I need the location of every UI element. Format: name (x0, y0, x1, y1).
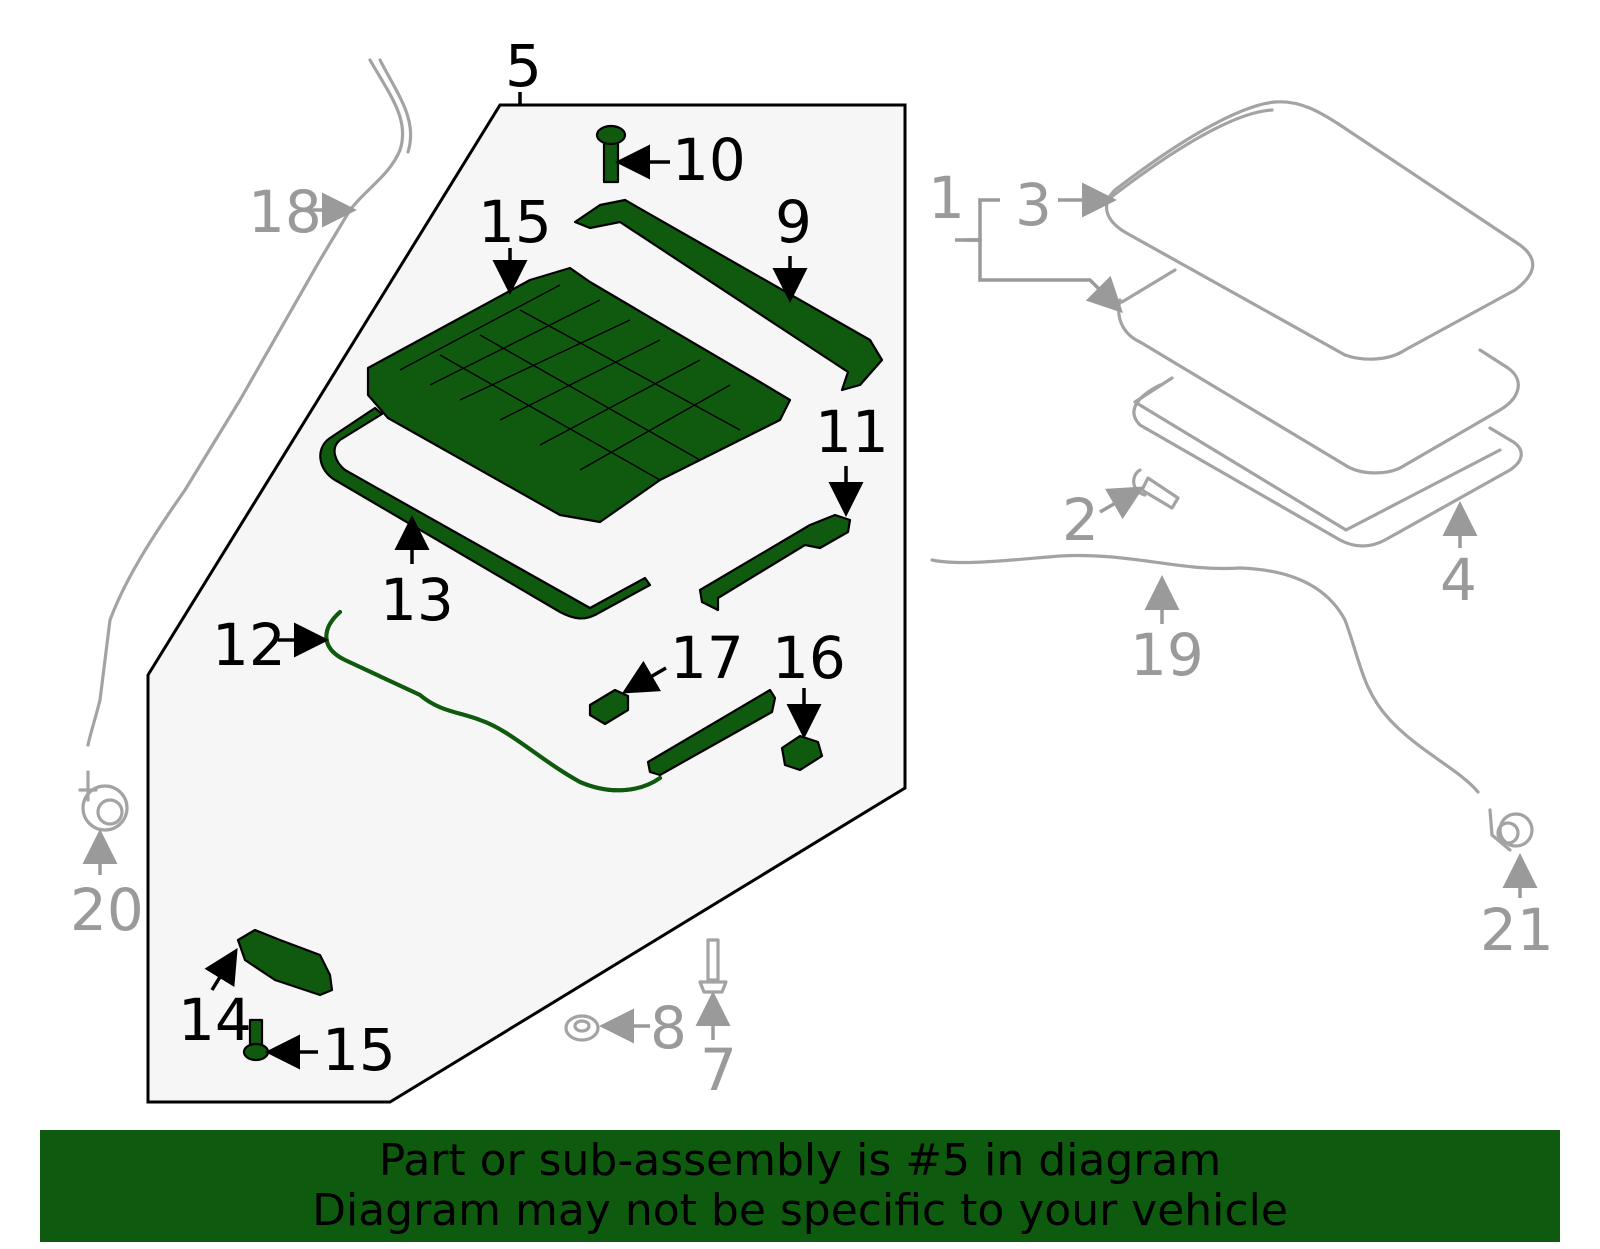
callout-19: 19 (1130, 621, 1204, 689)
hose-clip-left-icon[interactable] (78, 770, 129, 832)
hose-clip-right-icon[interactable] (1488, 808, 1534, 852)
banner-line-2: Diagram may not be specific to your vehi… (312, 1185, 1288, 1236)
callout-11: 11 (815, 398, 889, 466)
callout-21: 21 (1480, 896, 1554, 964)
callout-1: 1 (928, 164, 965, 232)
screw-part-2-icon[interactable] (1132, 468, 1180, 510)
callout-14: 14 (178, 986, 252, 1054)
callout-8: 8 (650, 994, 687, 1062)
callout-20: 20 (70, 876, 144, 944)
callout-5: 5 (505, 32, 542, 100)
wind-deflector-part-9[interactable] (573, 198, 884, 392)
nut-part-8-icon[interactable] (564, 1014, 600, 1042)
callout-10: 10 (672, 126, 746, 194)
motor-part-14-icon[interactable] (236, 928, 334, 997)
bolt-part-10-icon[interactable] (595, 124, 627, 184)
callout-15-bottom: 15 (322, 1016, 396, 1084)
callout-15-top: 15 (478, 188, 552, 256)
callout-4: 4 (1440, 546, 1477, 614)
callout-17: 17 (670, 624, 744, 692)
drain-hose-rear[interactable] (930, 553, 1480, 794)
callout-13: 13 (380, 566, 454, 634)
guide-rail-part-11[interactable] (698, 513, 852, 612)
frame-detail-lines (399, 284, 741, 481)
banner-line-1: Part or sub-assembly is #5 in diagram (378, 1135, 1222, 1186)
drain-hose-front-left[interactable] (86, 58, 405, 747)
assembly-5-panel[interactable] (146, 103, 907, 1104)
callout-7: 7 (700, 1036, 737, 1104)
callout-12: 12 (212, 611, 286, 679)
bolt-part-7-icon[interactable] (698, 938, 728, 994)
callout-16: 16 (772, 624, 846, 692)
callout-3: 3 (1015, 171, 1052, 239)
sunroof-glass-stack[interactable] (1105, 100, 1535, 548)
mechanism-rail[interactable] (646, 688, 777, 777)
callout-2: 2 (1062, 486, 1099, 554)
seal-part-13[interactable] (319, 406, 652, 620)
block-part-17-icon[interactable] (588, 688, 630, 726)
callout-18: 18 (248, 178, 322, 246)
bolt-part-15-lower-icon[interactable] (242, 1018, 270, 1062)
info-banner: Part or sub-assembly is #5 in diagram Di… (40, 1130, 1560, 1242)
callout-9: 9 (775, 188, 812, 256)
